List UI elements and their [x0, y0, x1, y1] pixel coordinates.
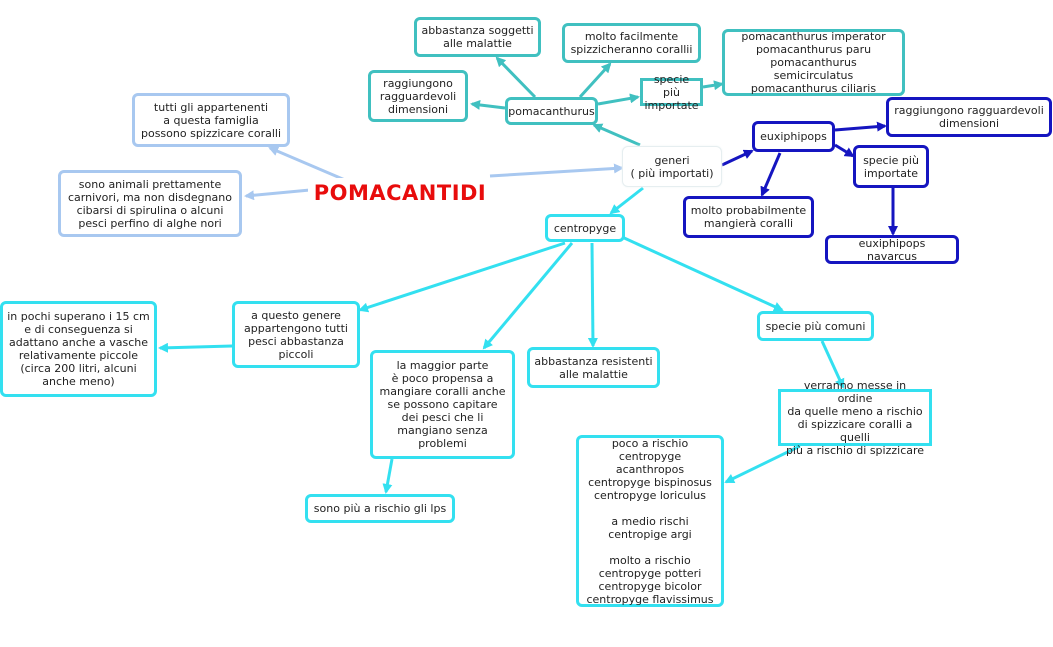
node-pom-species-list[interactable]: pomacanthurus imperator pomacanthurus pa…: [722, 29, 905, 96]
node-eux-specie[interactable]: specie più importate: [853, 145, 929, 188]
node-eux-coralli[interactable]: molto probabilmente mangierà coralli: [683, 196, 814, 238]
edge-cen-piccoli: [358, 241, 566, 313]
node-pomacanthurus[interactable]: pomacanthurus: [505, 97, 598, 125]
node-eux-dimensioni[interactable]: raggiungono ragguardevoli dimensioni: [886, 97, 1052, 137]
node-cen-ordine[interactable]: verranno messe in ordine da quelle meno …: [778, 379, 932, 457]
edge-propensa-lps: [382, 458, 394, 494]
edge-generi-eux: [721, 149, 754, 167]
node-cen-vasche[interactable]: in pochi superano i 15 cm e di conseguen…: [0, 301, 157, 397]
edge-root-generi: [489, 163, 624, 178]
node-family-coral[interactable]: tutti gli appartenenti a questa famiglia…: [132, 93, 290, 147]
node-cen-propensa[interactable]: la maggior parte è poco propensa a mangi…: [370, 350, 515, 459]
node-generi[interactable]: generi ( più importati): [622, 146, 722, 187]
edge-cen-resistenti: [587, 242, 598, 348]
node-eux-navarcus[interactable]: euxiphipops navarcus: [825, 235, 959, 264]
edge-pom-dimensioni: [470, 99, 506, 110]
node-centropyge[interactable]: centropyge: [545, 214, 625, 242]
edge-root-carnivores: [244, 188, 311, 201]
node-cen-resistenti[interactable]: abbastanza resistenti alle malattie: [527, 347, 660, 388]
edge-root-family-coral: [268, 146, 346, 182]
node-euxiphipops[interactable]: euxiphipops: [752, 121, 835, 152]
edge-cen-propensa: [482, 242, 574, 350]
edge-pom-specie: [597, 93, 640, 106]
node-pom-malattie[interactable]: abbastanza soggetti alle malattie: [414, 17, 541, 57]
node-carnivores[interactable]: sono animali prettamente carnivori, ma n…: [58, 170, 242, 237]
edge-eux-dimensioni: [834, 121, 887, 132]
node-pom-coralli[interactable]: molto facilmente spizzicheranno corallii: [562, 23, 701, 63]
node-cen-rischio-list[interactable]: poco a rischio centropyge acanthropos ce…: [576, 435, 724, 607]
edge-eux-specie: [834, 143, 855, 158]
edge-generi-centropyge: [609, 186, 644, 215]
edge-cen-comuni: [621, 235, 784, 312]
edge-eux-coralli: [760, 152, 782, 197]
root-node-pomacantidi[interactable]: POMACANTIDI: [308, 178, 492, 208]
edge-pom-coralli: [578, 62, 612, 99]
edge-generi-pomacanthurus: [592, 123, 641, 147]
edge-pom-malattie: [495, 56, 537, 99]
edge-specie-list: [702, 80, 724, 91]
node-cen-lps[interactable]: sono più a rischio gli lps: [305, 494, 455, 523]
edge-piccoli-vasche: [158, 342, 233, 353]
node-pom-specie[interactable]: specie più importate: [640, 73, 703, 112]
node-pom-dimensioni[interactable]: raggiungono ragguardevoli dimensioni: [368, 70, 468, 122]
node-cen-comuni[interactable]: specie più comuni: [757, 311, 874, 341]
node-cen-piccoli[interactable]: a questo genere appartengono tutti pesci…: [232, 301, 360, 368]
